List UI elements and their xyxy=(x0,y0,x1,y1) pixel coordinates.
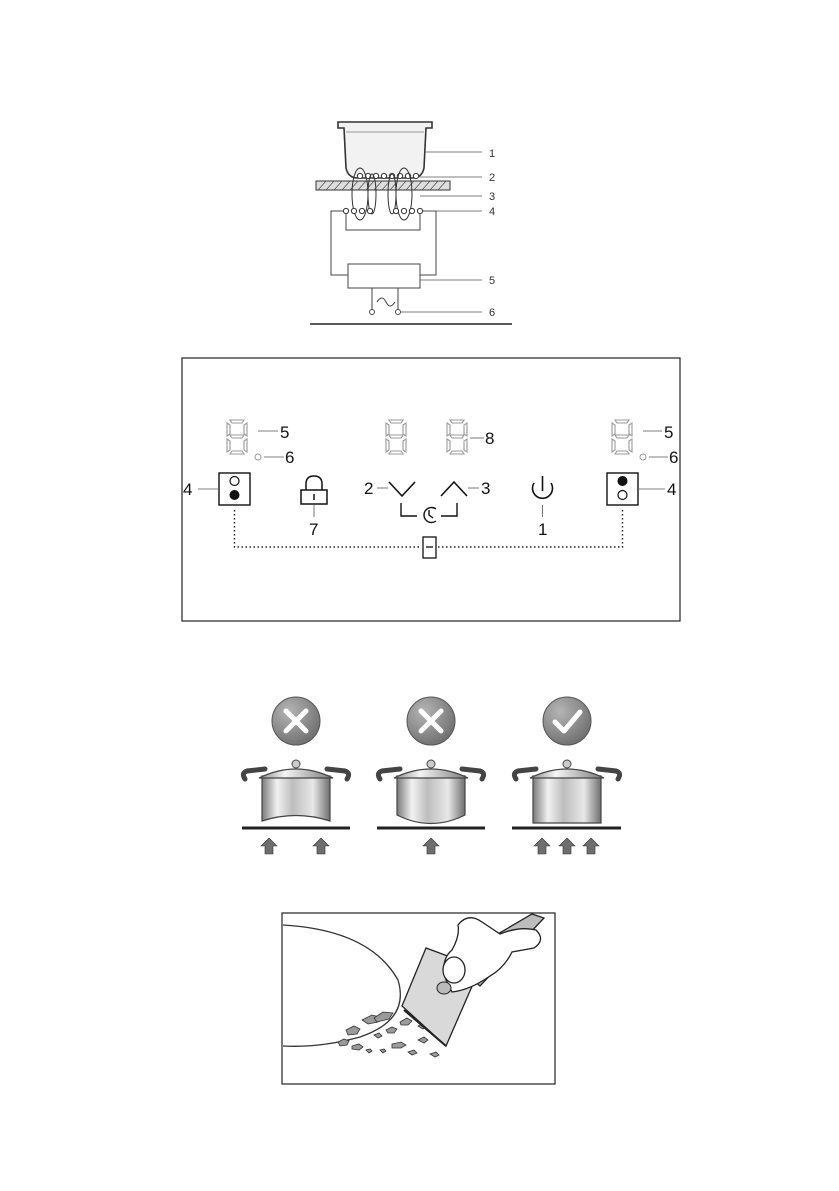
pan-suitability-figure xyxy=(242,697,621,854)
label-3: 3 xyxy=(489,191,495,203)
left-display-label: 5 xyxy=(280,423,289,442)
timer-display-label: 8 xyxy=(485,429,494,448)
pan-item-convex xyxy=(377,697,485,854)
plus-label: 3 xyxy=(481,479,490,498)
control-panel-diagram: 5 6 4 7 2 3 xyxy=(182,358,680,621)
label-2: 2 xyxy=(489,172,495,184)
label-6: 6 xyxy=(489,307,495,319)
induction-coil xyxy=(343,208,422,213)
right-led-label: 6 xyxy=(669,448,678,467)
label-4: 4 xyxy=(489,206,495,218)
right-display-label: 5 xyxy=(664,423,673,442)
right-selector-label: 4 xyxy=(667,480,676,499)
electronic-circuit-box xyxy=(348,264,420,288)
scraper-grip-dot xyxy=(437,982,451,994)
pan-item-concave xyxy=(242,697,350,854)
induction-principle-diagram: 1 2 3 4 5 6 xyxy=(310,122,512,324)
power-label: 1 xyxy=(538,520,547,539)
check-icon xyxy=(543,697,591,745)
left-led-label: 6 xyxy=(285,448,294,467)
pan-item-flat xyxy=(512,697,621,854)
pot-illustration xyxy=(338,122,432,178)
left-selector-label: 4 xyxy=(183,480,192,499)
power-supply xyxy=(370,288,401,315)
label-1: 1 xyxy=(489,148,495,160)
minus-label: 2 xyxy=(364,479,373,498)
scraper-cleaning-figure xyxy=(282,913,555,1084)
control-panel-frame xyxy=(182,358,680,621)
bridge-button-icon[interactable] xyxy=(423,537,436,558)
label-5: 5 xyxy=(489,275,495,287)
lock-label: 7 xyxy=(309,520,318,539)
